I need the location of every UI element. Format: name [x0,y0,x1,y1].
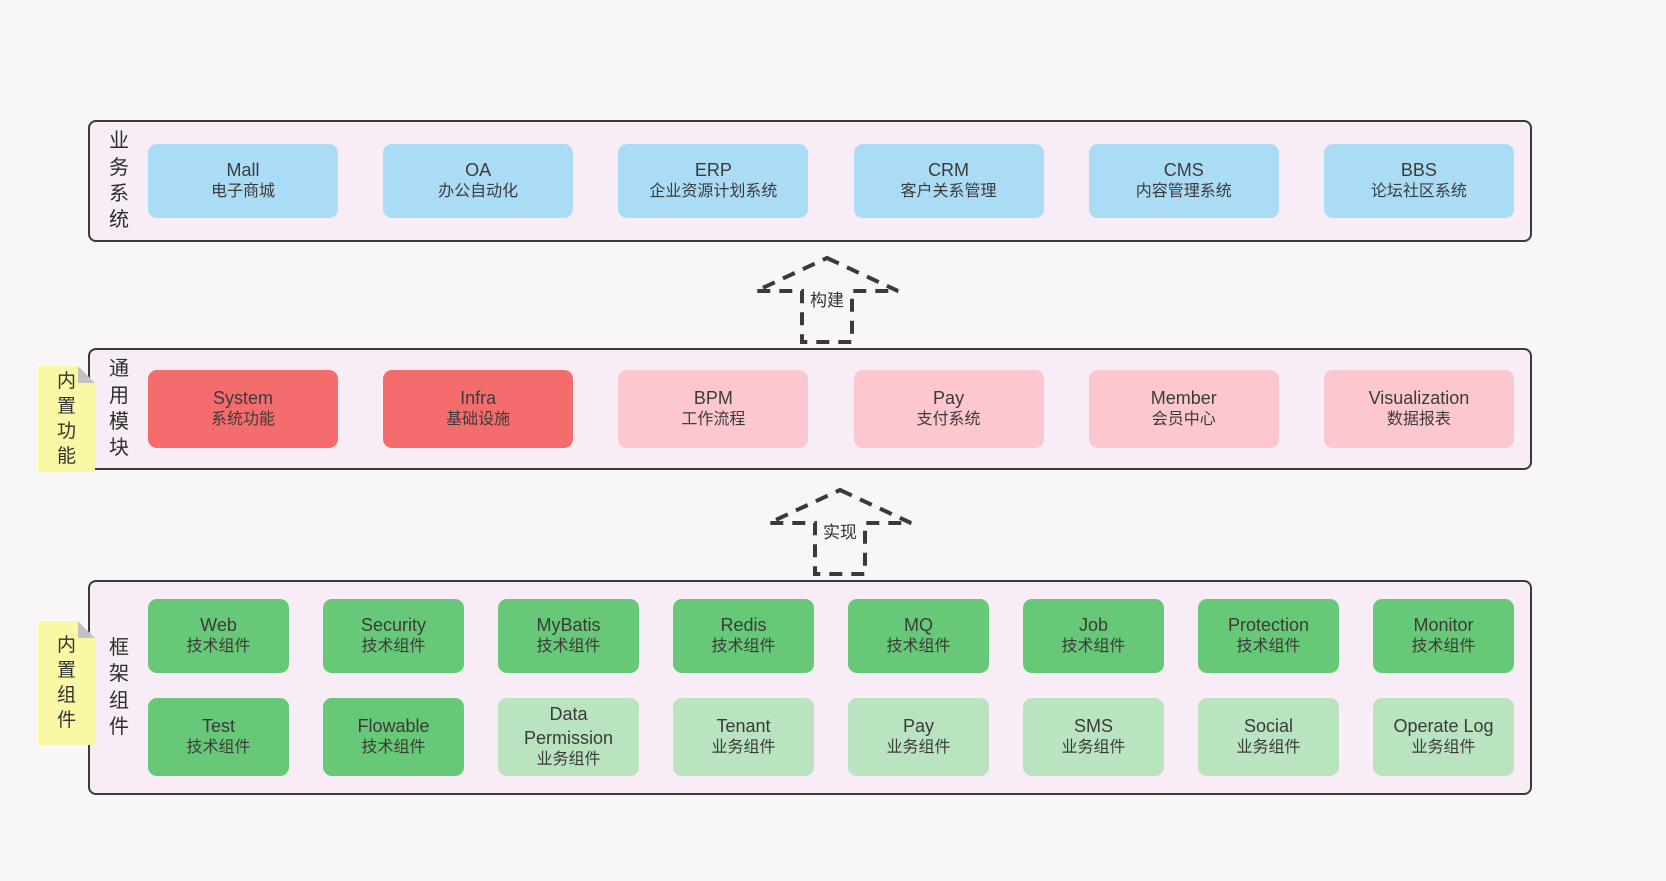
dashed-up-arrow-icon [755,255,899,344]
box-infra: Infra 基础设施 [383,370,574,448]
box-mall: Mall 电子商城 [148,144,338,218]
box-operate-log: Operate Log 业务组件 [1373,698,1514,776]
box-data-permission: Data Permission 业务组件 [498,698,639,776]
box-bbs: BBS 论坛社区系统 [1323,144,1514,218]
components-row-1: Web 技术组件 Security 技术组件 MyBatis 技术组件 Redi… [148,599,1514,673]
box-system: System 系统功能 [148,370,338,448]
box-oa: OA 办公自动化 [383,144,574,218]
business-systems-panel: 业务系统 Mall 电子商城 OA 办公自动化 ERP 企业资源计划系统 CRM… [88,120,1532,242]
box-web: Web 技术组件 [148,599,289,673]
build-arrow: 构建 [752,254,902,346]
box-sms: SMS 业务组件 [1023,698,1164,776]
box-social: Social 业务组件 [1198,698,1339,776]
implement-arrow-label: 实现 [819,517,861,544]
box-security: Security 技术组件 [323,599,464,673]
framework-components-panel: 框架组件 Web 技术组件 Security 技术组件 MyBatis 技术组件… [88,580,1532,795]
business-systems-row: Mall 电子商城 OA 办公自动化 ERP 企业资源计划系统 CRM 客户关系… [148,122,1530,240]
build-arrow-label: 构建 [806,285,848,312]
common-modules-label: 通用模块 [109,358,129,460]
common-modules-row: System 系统功能 Infra 基础设施 BPM 工作流程 Pay 支付系统… [148,350,1530,468]
box-job: Job 技术组件 [1023,599,1164,673]
box-mybatis: MyBatis 技术组件 [498,599,639,673]
sticky-note-built-in-features: 内置功能 [38,366,95,472]
box-bpm: BPM 工作流程 [618,370,809,448]
implement-arrow: 实现 [765,486,915,578]
box-tenant: Tenant 业务组件 [673,698,814,776]
box-test: Test 技术组件 [148,698,289,776]
framework-components-label: 框架组件 [109,636,129,738]
framework-components-grid: Web 技术组件 Security 技术组件 MyBatis 技术组件 Redi… [148,582,1530,793]
dashed-up-arrow-icon [768,487,912,576]
box-mq: MQ 技术组件 [848,599,989,673]
business-systems-label: 业务系统 [109,130,129,232]
box-erp: ERP 企业资源计划系统 [618,144,809,218]
box-protection: Protection 技术组件 [1198,599,1339,673]
box-flowable: Flowable 技术组件 [323,698,464,776]
folded-corner-icon [78,366,95,383]
box-monitor: Monitor 技术组件 [1373,599,1514,673]
box-redis: Redis 技术组件 [673,599,814,673]
box-crm: CRM 客户关系管理 [853,144,1044,218]
components-row-2: Test 技术组件 Flowable 技术组件 Data Permission … [148,698,1514,776]
common-modules-panel: 通用模块 System 系统功能 Infra 基础设施 BPM 工作流程 Pay… [88,348,1532,470]
sticky-note-built-in-components: 内置组件 [38,621,95,745]
box-member: Member 会员中心 [1088,370,1279,448]
folded-corner-icon [78,621,95,638]
box-visualization: Visualization 数据报表 [1323,370,1514,448]
box-pay-system: Pay 支付系统 [853,370,1044,448]
box-cms: CMS 内容管理系统 [1088,144,1279,218]
box-pay-component: Pay 业务组件 [848,698,989,776]
